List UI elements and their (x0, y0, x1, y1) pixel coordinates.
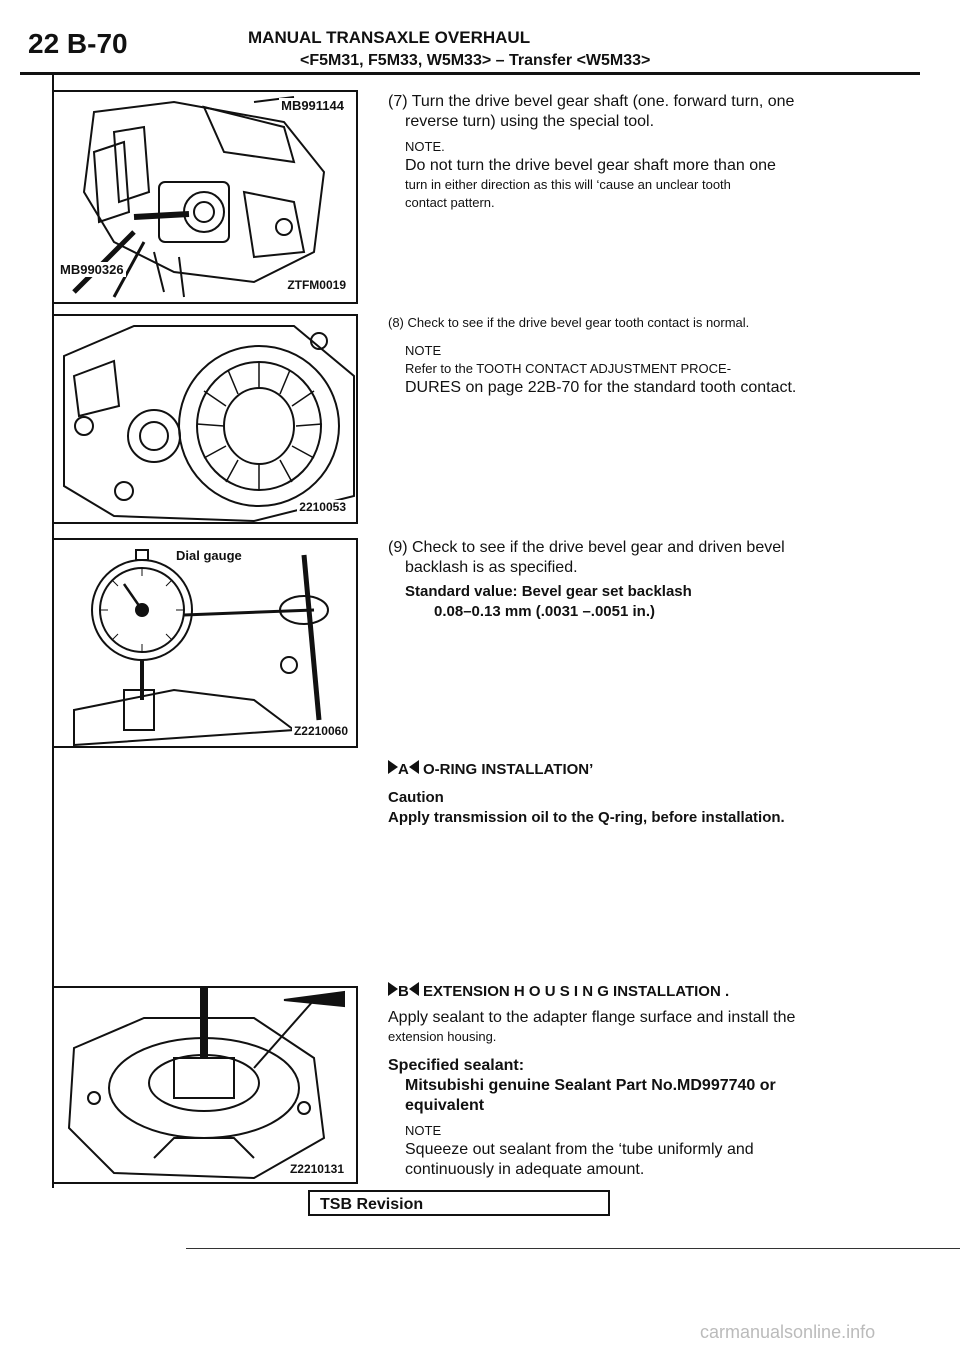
marker-right-icon (388, 982, 398, 996)
page-number: 22 B-70 (28, 28, 128, 59)
extension-section: B EXTENSION H O U S I N G INSTALLATION .… (388, 982, 928, 1180)
oring-caution: Caution (388, 789, 444, 806)
page-title: MANUAL TRANSAXLE OVERHAUL (248, 28, 531, 47)
oring-section: A O-RING INSTALLATION’ Caution Apply tra… (388, 760, 928, 828)
dial-gauge-illustration (73, 549, 329, 746)
figure-special-tool: MB991144 MB990326 ZTFM0019 (52, 90, 358, 304)
watermark: carmanualsonline.info (700, 1322, 876, 1342)
step-7-note-line1: Do not turn the drive bevel gear shaft m… (405, 157, 776, 174)
specified-sealant-line1: Mitsubishi genuine Sealant Part No.MD997… (405, 1077, 776, 1094)
step-8-note-line1: Refer to the TOOTH CONTACT ADJUSTMENT PR… (405, 361, 732, 376)
extension-heading: B EXTENSION H O U S I N G INSTALLATION . (388, 982, 928, 1002)
step-9: (9) Check to see if the drive bevel gear… (388, 538, 928, 622)
marker-right-icon (388, 760, 398, 774)
standard-value: 0.08–0.13 mm (.0031 –.0051 in.) (434, 603, 655, 620)
bevel-gear-illustration (63, 325, 355, 522)
dial-gauge-label: Dial gauge (174, 548, 244, 563)
figure-code: Z2210060 (291, 724, 350, 738)
step-9-line1: (9) Check to see if the drive bevel gear… (388, 539, 785, 556)
marker-left-icon (408, 760, 419, 774)
bottom-rule (186, 1248, 960, 1249)
tool-label-mb990326: MB990326 (58, 262, 126, 277)
figure-extension-housing: Z2210131 (52, 986, 358, 1184)
oring-marker: A (398, 761, 409, 778)
page-subtitle: <F5M31, F5M33, W5M33> – Transfer <W5M33> (300, 52, 651, 69)
extension-heading-text: EXTENSION H O U S I N G INSTALLATION . (423, 983, 730, 1000)
step-8-note-line2: DURES on page 22B-70 for the standard to… (405, 379, 797, 396)
step-7: (7) Turn the drive bevel gear shaft (one… (388, 92, 928, 212)
figure-code: ZTFM0019 (285, 278, 348, 292)
step-7-note-line3: contact pattern. (405, 195, 495, 210)
extension-note-line1: Squeeze out sealant from the ‘tube unifo… (405, 1141, 754, 1158)
extension-note-line2: continuously in adequate amount. (405, 1161, 645, 1178)
oring-heading-text: O-RING INSTALLATION’ (423, 761, 594, 778)
step-9-line2: backlash is as specified. (405, 559, 578, 576)
figure-code: Z2210131 (287, 1162, 346, 1176)
oring-heading: A O-RING INSTALLATION’ (388, 760, 928, 780)
step-8-note-label: NOTE (405, 343, 442, 358)
extension-note-label: NOTE (405, 1123, 442, 1138)
step-7-note-line2: turn in either direction as this will ‘c… (405, 177, 731, 192)
figure-bevel-gear: 2210053 (52, 314, 358, 524)
step-8: (8) Check to see if the drive bevel gear… (388, 314, 928, 398)
specified-sealant-label: Specified sealant: (388, 1057, 525, 1074)
step-8-line1: (8) Check to see if the drive bevel gear… (388, 315, 750, 330)
tsb-revision-label: TSB Revision (320, 1196, 424, 1213)
extension-housing-illustration (67, 988, 345, 1180)
extension-line1: Apply sealant to the adapter flange surf… (388, 1009, 796, 1026)
extension-marker: B (398, 983, 409, 1000)
extension-line2: extension housing. (388, 1029, 497, 1044)
oring-text: Apply transmission oil to the Q-ring, be… (388, 809, 785, 826)
standard-value-label: Standard value: Bevel gear set backlash (405, 583, 692, 600)
step-7-line1: (7) Turn the drive bevel gear shaft (one… (388, 93, 795, 110)
figure-dial-gauge: Dial gauge Z2210060 (52, 538, 358, 748)
marker-left-icon (408, 982, 419, 996)
tsb-revision-box (308, 1190, 610, 1216)
tool-label-mb991144: MB991144 (279, 98, 346, 113)
figure-code: 2210053 (297, 500, 348, 514)
specified-sealant-line2: equivalent (405, 1097, 485, 1114)
step-7-note-label: NOTE. (405, 139, 445, 154)
step-7-line2: reverse turn) using the special tool. (405, 113, 655, 130)
header-rule (20, 72, 920, 75)
